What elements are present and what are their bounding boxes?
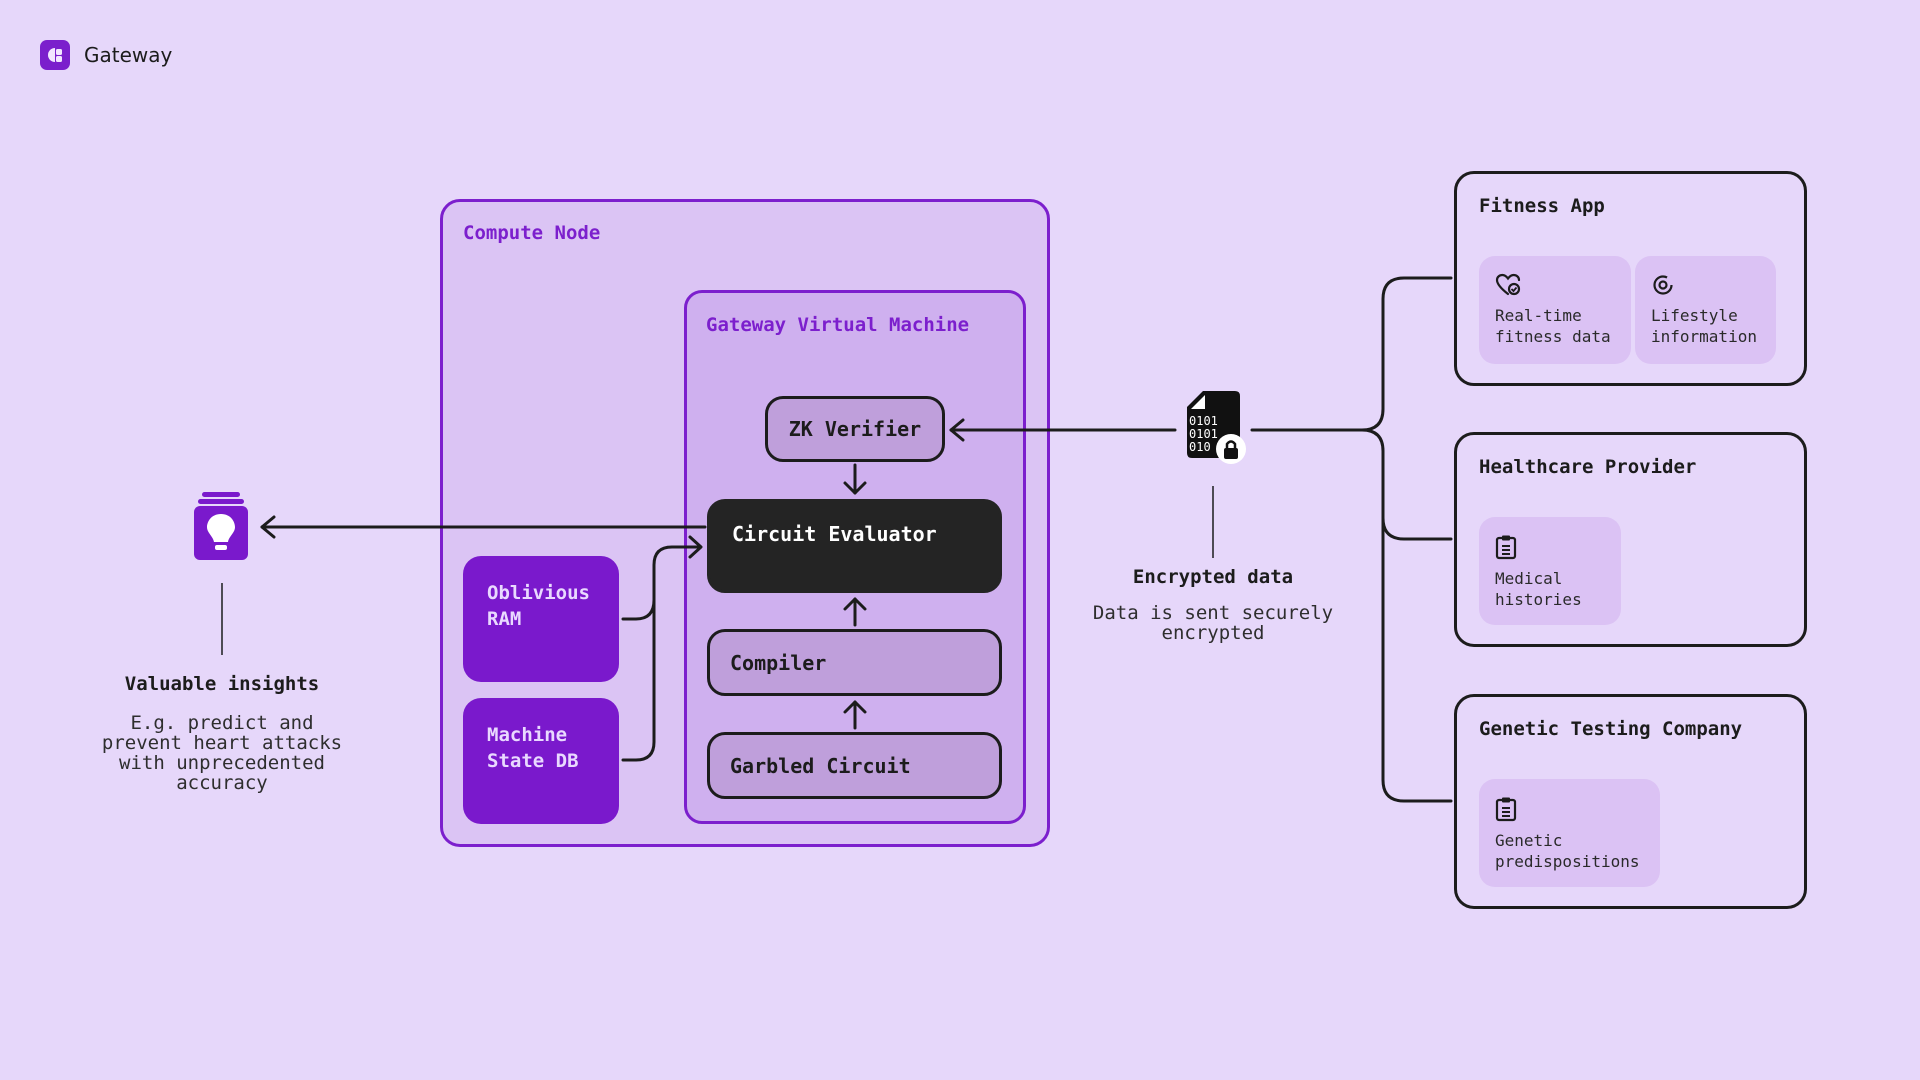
encrypted-desc-line: Data is sent securely bbox=[1092, 602, 1334, 624]
source-title: Fitness App bbox=[1479, 195, 1605, 217]
source-healthcare-provider: Healthcare Provider Medical histories bbox=[1454, 432, 1807, 647]
lightbulb-stack-icon bbox=[194, 492, 248, 560]
chip-text: Medical histories bbox=[1495, 568, 1621, 610]
source-genetic-testing-company: Genetic Testing Company Genetic predispo… bbox=[1454, 694, 1807, 909]
circuit-evaluator: Circuit Evaluator bbox=[707, 499, 1002, 593]
gateway-logo-icon bbox=[40, 40, 70, 70]
binary-line: 010 bbox=[1189, 440, 1211, 454]
chip-genetic-predispositions: Genetic predispositions bbox=[1479, 779, 1660, 887]
binary-text: 0101 0101 010 bbox=[1189, 415, 1218, 454]
chip-line: Lifestyle bbox=[1651, 306, 1738, 325]
insights-desc-line: E.g. predict and bbox=[130, 712, 314, 734]
encrypted-file-icon: 0101 0101 010 bbox=[1183, 389, 1249, 465]
vm-title: Gateway Virtual Machine bbox=[706, 314, 970, 336]
brand-name: Gateway bbox=[84, 43, 173, 67]
chip-lifestyle: Lifestyle information bbox=[1635, 256, 1776, 364]
chip-fitness-data: Real-time fitness data bbox=[1479, 256, 1631, 364]
machine-state-db-line: State DB bbox=[487, 750, 579, 772]
encrypted-desc: Data is sent securely encrypted bbox=[1053, 603, 1373, 643]
chip-line: fitness data bbox=[1495, 327, 1611, 346]
chip-medical-histories: Medical histories bbox=[1479, 517, 1621, 625]
oblivious-ram-line: RAM bbox=[487, 608, 522, 630]
brand: Gateway bbox=[40, 40, 172, 70]
binary-line: 0101 bbox=[1189, 414, 1218, 428]
insights-desc-line: prevent heart attacks bbox=[101, 732, 343, 754]
oblivious-ram-line: Oblivious bbox=[487, 582, 590, 604]
insights-desc-line: accuracy bbox=[176, 772, 268, 794]
heart-icon bbox=[1495, 273, 1521, 296]
chip-text: Genetic predispositions bbox=[1495, 830, 1660, 872]
machine-state-db-line: Machine bbox=[487, 724, 568, 746]
chip-line: predispositions bbox=[1495, 852, 1640, 871]
chip-line: histories bbox=[1495, 590, 1582, 609]
chip-line: Genetic bbox=[1495, 831, 1563, 850]
clipboard-icon bbox=[1495, 797, 1517, 822]
oblivious-ram: Oblivious RAM bbox=[463, 556, 619, 682]
chip-line: information bbox=[1651, 327, 1757, 346]
insights-desc: E.g. predict and prevent heart attacks w… bbox=[62, 713, 382, 793]
chip-line: Real-time bbox=[1495, 306, 1582, 325]
insights-desc-line: with unprecedented bbox=[119, 752, 325, 774]
source-fitness-app: Fitness App Real-time fitness data Lifes… bbox=[1454, 171, 1807, 386]
zk-verifier: ZK Verifier bbox=[765, 396, 945, 462]
source-title: Genetic Testing Company bbox=[1479, 718, 1743, 740]
clipboard-icon bbox=[1495, 535, 1517, 560]
target-icon bbox=[1653, 275, 1673, 295]
compute-node-title: Compute Node bbox=[463, 222, 601, 244]
chip-text: Lifestyle information bbox=[1651, 305, 1776, 347]
machine-state-db: Machine State DB bbox=[463, 698, 619, 824]
encrypted-desc-line: encrypted bbox=[1161, 622, 1265, 644]
chip-text: Real-time fitness data bbox=[1495, 305, 1631, 347]
insights-title: Valuable insights bbox=[124, 673, 320, 695]
compiler: Compiler bbox=[707, 629, 1002, 696]
source-title: Healthcare Provider bbox=[1479, 456, 1697, 478]
binary-line: 0101 bbox=[1189, 427, 1218, 441]
encrypted-title: Encrypted data bbox=[1132, 566, 1294, 588]
garbled-circuit: Garbled Circuit bbox=[707, 732, 1002, 799]
chip-line: Medical bbox=[1495, 569, 1563, 588]
